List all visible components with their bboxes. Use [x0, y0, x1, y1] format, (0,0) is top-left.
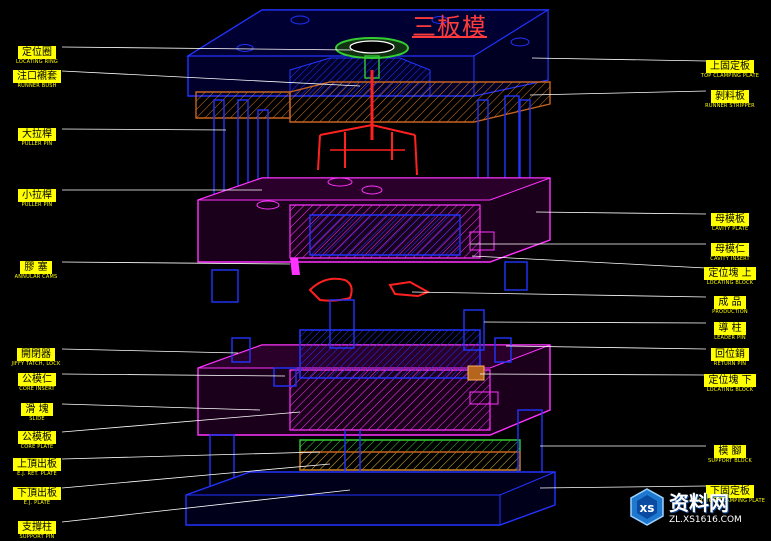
- label-ej-plate: 下頂出板 E.J. PLATE: [8, 481, 66, 507]
- cavity-plate: [198, 178, 550, 262]
- label-locating-block-upper: 定位塊 上 LOCATING BLOCK: [690, 261, 770, 287]
- label-jiffy-latch-lock: 開閉器 JIFFY TATCH, LOCK: [4, 342, 68, 368]
- label-locating-block-lower: 定位塊 下 LOCATING BLOCK: [690, 368, 770, 394]
- ejector-plates: [300, 440, 520, 470]
- label-runner-bush: 注口襯套 RUNNER BUSH: [10, 64, 64, 90]
- label-runner-stripper: 剝料板 RUNNER STRIPPER: [690, 84, 770, 110]
- label-cavity-plate: 母模板 CAVITY PLATE: [690, 207, 770, 233]
- label-annular-cams: 膠 塞 ANNULAR CAMS: [8, 255, 64, 281]
- label-cavity-insert: 母模仁 CAVITY INSERT: [690, 237, 770, 263]
- label-production: 成 品 PRODUCTION: [690, 290, 770, 316]
- watermark-name: 资料网: [669, 487, 729, 516]
- label-return-pin: 回位銷 RETURN PIN: [690, 342, 770, 368]
- svg-text:xs: xs: [640, 501, 655, 515]
- label-leader-pin: 導 柱 LEADER PIN: [690, 316, 770, 342]
- label-support-pin: 支撐柱 SUPPORT PIN: [10, 515, 64, 541]
- bottom-clamping-plate: [186, 472, 555, 525]
- label-ej-ret-plate: 上頂出板 E.J. RET. PLATE: [8, 452, 66, 478]
- label-core-plate: 公模板 CORE PLATE: [10, 425, 64, 451]
- products: [310, 279, 428, 301]
- watermark: xs 资料网 ZL.XS1616.COM: [627, 485, 767, 533]
- watermark-url: ZL.XS1616.COM: [669, 515, 742, 525]
- label-support-block: 模 腳 SUPPORT BLOCK: [690, 439, 770, 465]
- core-plate: [198, 300, 550, 435]
- diagram-title: 三板模: [412, 7, 487, 42]
- watermark-logo-icon: xs: [627, 487, 667, 527]
- label-core-insert: 公模仁 CORE INSERT: [10, 367, 64, 393]
- label-puller-pin-small: 小拉桿 PULLER PIN: [12, 183, 62, 209]
- label-locating-ring: 定位圈 LOCATING RING: [12, 40, 62, 66]
- label-slide: 滑 塊 SLIDE: [12, 397, 62, 423]
- label-puller-pin-large: 大拉桿 PULLER PIN: [12, 122, 62, 148]
- locating-block-upper: [212, 258, 527, 302]
- label-top-clamping-plate: 上固定板 TOP CLAMPING PLATE: [690, 54, 770, 80]
